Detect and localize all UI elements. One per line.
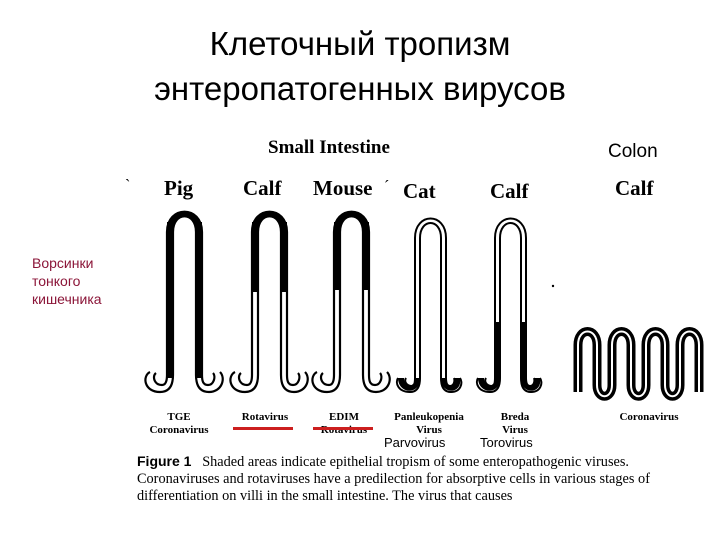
caption-mouse-line2: Rotavirus <box>320 424 368 436</box>
animal-label-calf-colon: Calf <box>615 176 654 200</box>
label-torovirus: Torovirus <box>480 435 533 450</box>
stray-mark: ´ <box>384 178 389 195</box>
caption-calf-breda-line2: Virus <box>502 424 528 436</box>
caption-pig-line2: Coronavirus <box>149 424 209 436</box>
figure-caption: Figure 1 Shaded areas indicate epithelia… <box>137 453 707 505</box>
slide-title-line1: Клеточный тропизм <box>209 25 511 62</box>
caption-mouse-line1: EDIM <box>329 411 359 423</box>
animal-label-mouse: Mouse <box>313 176 373 200</box>
caption-colon-line1: Coronavirus <box>619 411 679 423</box>
caption-pig: TGE Coronavirus <box>140 411 218 437</box>
villus-mouse <box>311 210 391 394</box>
caption-calf-breda-line1: Breda <box>500 411 530 423</box>
villus-cat <box>395 217 463 394</box>
stray-dot <box>551 284 555 288</box>
caption-colon: Coronavirus <box>594 411 704 424</box>
underline-rotavirus-2 <box>313 427 373 430</box>
caption-cat-line1: Panleukopenia <box>394 411 464 423</box>
figure-caption-text: Shaded areas indicate epithelial tropism… <box>137 454 650 504</box>
slide-title-line2: энтеропатогенных вирусов <box>154 70 566 107</box>
animal-label-calf: Calf <box>243 176 282 200</box>
caption-pig-line1: TGE <box>167 411 191 423</box>
villus-pig <box>144 210 224 394</box>
side-label-villi: Ворсинки тонкого кишечника <box>32 255 102 307</box>
colon-epithelium <box>573 327 704 401</box>
caption-cat: Panleukopenia Virus <box>383 411 475 437</box>
animal-label-calf-2: Calf <box>490 179 529 203</box>
villus-calf-breda <box>475 217 543 394</box>
header-colon: Colon <box>608 141 658 162</box>
caption-calf-line1: Rotavirus <box>241 411 289 423</box>
caption-mouse: EDIM Rotavirus <box>312 411 376 437</box>
caption-cat-line2: Virus <box>416 424 442 436</box>
underline-rotavirus <box>233 427 293 430</box>
stray-mark: ` <box>125 177 130 194</box>
figure-label: Figure 1 <box>137 453 192 469</box>
label-parvovirus: Parvovirus <box>384 435 446 450</box>
header-small-intestine: Small Intestine <box>268 137 390 158</box>
animal-label-cat: Cat <box>403 179 436 203</box>
animal-label-pig: Pig <box>164 176 194 200</box>
caption-calf: Rotavirus <box>233 411 297 424</box>
villus-calf <box>229 210 309 394</box>
caption-calf-breda: Breda Virus <box>488 411 542 437</box>
